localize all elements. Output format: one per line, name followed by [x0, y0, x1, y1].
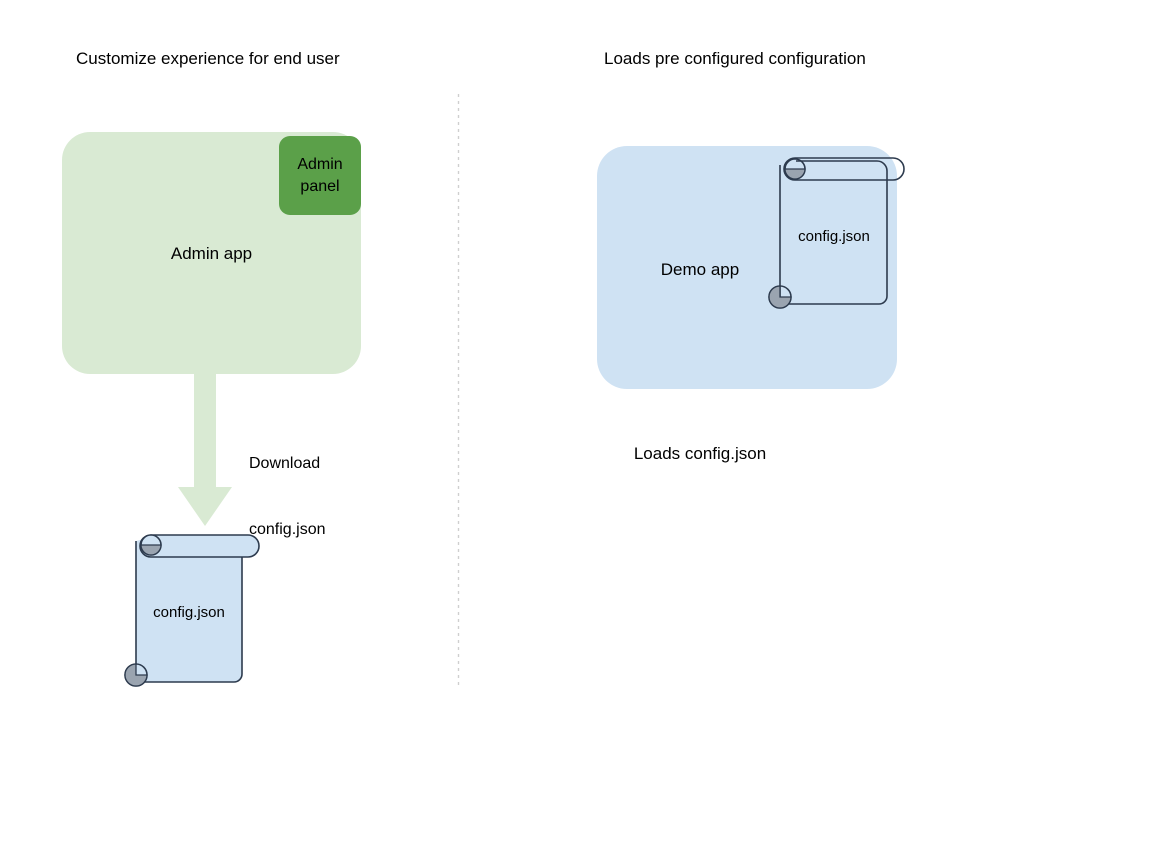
- admin-panel-box[interactable]: [279, 136, 361, 215]
- demo-app-label: Demo app: [660, 260, 740, 279]
- admin-panel-label: Admin panel: [279, 136, 361, 215]
- admin-panel-label-line2: panel: [300, 177, 340, 195]
- config-json-label-left: config.json: [153, 604, 225, 621]
- admin-app-label: Admin app: [170, 244, 253, 263]
- config-json-scroll-left[interactable]: [124, 534, 260, 687]
- download-arrow: [178, 374, 232, 526]
- right-column-title: Loads pre configured configuration: [604, 49, 866, 68]
- download-arrow-label: Download config.json: [249, 409, 409, 586]
- scroll-top-roll: [783, 157, 905, 181]
- download-arrow-label-line2: config.json: [249, 521, 326, 539]
- left-column-title: Customize experience for end user: [76, 49, 340, 68]
- loads-config-caption: Loads config.json: [633, 444, 767, 463]
- download-arrow-label-line1: Download: [249, 455, 321, 473]
- config-json-scroll-right[interactable]: [768, 157, 905, 309]
- scroll-bottom-curl-shade: [124, 663, 148, 687]
- admin-panel-label-line1: Admin: [297, 155, 343, 173]
- config-json-label-right: config.json: [798, 228, 870, 245]
- scroll-top-curl-shade: [140, 544, 162, 556]
- scroll-bottom-curl-shade: [768, 285, 792, 309]
- scroll-top-curl-shade: [784, 168, 806, 180]
- demo-app-box[interactable]: [597, 146, 897, 389]
